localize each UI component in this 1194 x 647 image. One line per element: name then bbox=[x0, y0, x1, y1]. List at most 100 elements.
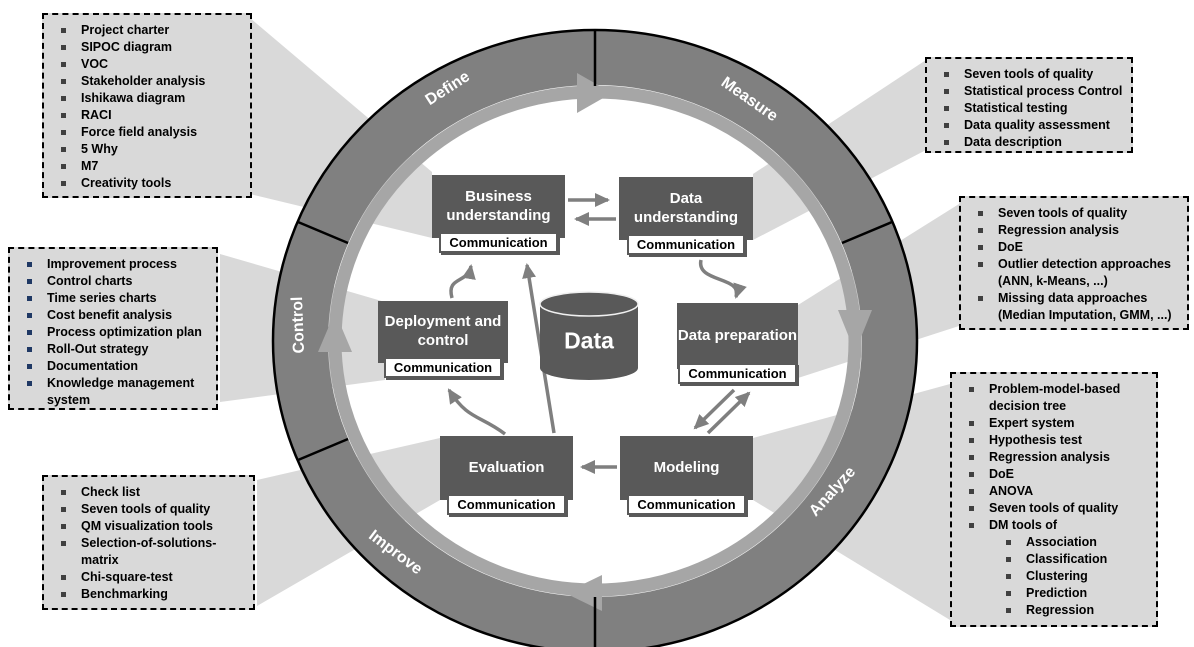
flow-arrowhead-bottom bbox=[565, 575, 602, 611]
arrow-data-understanding-to-preparation bbox=[699, 259, 747, 299]
square-bullet-icon bbox=[1006, 591, 1011, 596]
square-bullet-icon bbox=[27, 313, 32, 318]
process-step-evaluation: Evaluation Communication bbox=[440, 436, 573, 515]
tool-list-item: DoE bbox=[956, 466, 1152, 483]
tool-list-item: Force field analysis bbox=[48, 124, 246, 141]
tool-list-item: Time series charts bbox=[14, 290, 212, 307]
square-bullet-icon bbox=[27, 279, 32, 284]
ring-divider-upper-left bbox=[297, 220, 349, 245]
square-bullet-icon bbox=[1006, 540, 1011, 545]
square-bullet-icon bbox=[978, 228, 983, 233]
process-step-business-understanding: Business understanding Communication bbox=[432, 175, 565, 253]
square-bullet-icon bbox=[944, 89, 949, 94]
square-bullet-icon bbox=[61, 130, 66, 135]
data-cylinder-body bbox=[540, 304, 638, 380]
communication-badge: Communication bbox=[627, 494, 746, 515]
square-bullet-icon bbox=[27, 296, 32, 301]
square-bullet-icon bbox=[1006, 557, 1011, 562]
tool-list-item: 5 Why bbox=[48, 141, 246, 158]
flow-arrowhead-top bbox=[577, 73, 612, 113]
tool-list-item: Cost benefit analysis bbox=[14, 307, 212, 324]
ring-divider-upper-right bbox=[841, 220, 893, 245]
tool-list-item: Problem-model-based decision tree bbox=[956, 381, 1152, 415]
square-bullet-icon bbox=[61, 147, 66, 152]
communication-badge: Communication bbox=[626, 234, 746, 255]
tool-list-item: Knowledge management system bbox=[14, 375, 212, 409]
process-step-modeling: Modeling Communication bbox=[620, 436, 753, 515]
square-bullet-icon bbox=[27, 330, 32, 335]
square-bullet-icon bbox=[944, 123, 949, 128]
tool-list-item: Regression analysis bbox=[956, 449, 1152, 466]
square-bullet-icon bbox=[969, 387, 974, 392]
process-step-label: Modeling bbox=[620, 436, 753, 500]
ring-phase-control: Control bbox=[289, 296, 308, 354]
square-bullet-icon bbox=[969, 438, 974, 443]
tool-list-item: Classification bbox=[993, 551, 1152, 568]
square-bullet-icon bbox=[1006, 608, 1011, 613]
square-bullet-icon bbox=[969, 506, 974, 511]
tool-list-item: Check list bbox=[48, 484, 249, 501]
square-bullet-icon bbox=[61, 490, 66, 495]
square-bullet-icon bbox=[969, 472, 974, 477]
tool-list-item: Seven tools of quality bbox=[965, 205, 1183, 222]
arrow-deployment-to-business-understanding bbox=[449, 264, 476, 299]
square-bullet-icon bbox=[944, 140, 949, 145]
tool-list-item: M7 bbox=[48, 158, 246, 175]
communication-badge: Communication bbox=[447, 494, 566, 515]
tool-list-item: Prediction bbox=[993, 585, 1152, 602]
process-step-label: Deployment and control bbox=[378, 301, 508, 363]
process-step-label: Data preparation bbox=[677, 303, 798, 369]
tool-list-item: Seven tools of quality bbox=[48, 501, 249, 518]
process-step-label: Evaluation bbox=[440, 436, 573, 500]
arrow-evaluation-to-deployment bbox=[447, 388, 507, 436]
square-bullet-icon bbox=[61, 113, 66, 118]
square-bullet-icon bbox=[61, 507, 66, 512]
square-bullet-icon bbox=[978, 296, 983, 301]
tool-list-item: Expert system bbox=[956, 415, 1152, 432]
tool-list-item: Clustering bbox=[993, 568, 1152, 585]
square-bullet-icon bbox=[969, 455, 974, 460]
tool-list-item: Process optimization plan bbox=[14, 324, 212, 341]
square-bullet-icon bbox=[27, 364, 32, 369]
tool-list-item: DoE bbox=[965, 239, 1183, 256]
tool-list-item: Outlier detection approaches (ANN, k-Mea… bbox=[965, 256, 1183, 290]
tool-list-item: Stakeholder analysis bbox=[48, 73, 246, 90]
tool-list-item: Ishikawa diagram bbox=[48, 90, 246, 107]
tool-list-item: Documentation bbox=[14, 358, 212, 375]
square-bullet-icon bbox=[969, 489, 974, 494]
tool-list-item: Benchmarking bbox=[48, 586, 249, 603]
square-bullet-icon bbox=[61, 96, 66, 101]
tool-list-item: Project charter bbox=[48, 22, 246, 39]
square-bullet-icon bbox=[61, 541, 66, 546]
tool-list-item: Hypothesis test bbox=[956, 432, 1152, 449]
square-bullet-icon bbox=[61, 45, 66, 50]
tool-list-item: Association bbox=[993, 534, 1152, 551]
tool-list-item: Regression analysis bbox=[965, 222, 1183, 239]
square-bullet-icon bbox=[61, 592, 66, 597]
arrow-preparation-to-modeling bbox=[693, 388, 736, 430]
square-bullet-icon bbox=[61, 575, 66, 580]
square-bullet-icon bbox=[978, 262, 983, 267]
square-bullet-icon bbox=[1006, 574, 1011, 579]
square-bullet-icon bbox=[61, 164, 66, 169]
process-step-label: Business understanding bbox=[432, 175, 565, 238]
tool-list-item: SIPOC diagram bbox=[48, 39, 246, 56]
data-cylinder-label: Data bbox=[564, 327, 614, 354]
square-bullet-icon bbox=[61, 79, 66, 84]
tool-list-item: Statistical process Control bbox=[931, 83, 1127, 100]
square-bullet-icon bbox=[27, 262, 32, 267]
tool-list-item: Seven tools of quality bbox=[931, 66, 1127, 83]
square-bullet-icon bbox=[61, 524, 66, 529]
tool-list-item: DM tools of bbox=[956, 517, 1152, 534]
flow-arrowhead-right bbox=[838, 310, 872, 352]
tool-list-item: QM visualization tools bbox=[48, 518, 249, 535]
tool-list-item: Selection-of-solutions- matrix bbox=[48, 535, 249, 569]
tool-list-item: Seven tools of quality bbox=[956, 500, 1152, 517]
square-bullet-icon bbox=[978, 245, 983, 250]
data-cylinder-top bbox=[539, 291, 639, 317]
